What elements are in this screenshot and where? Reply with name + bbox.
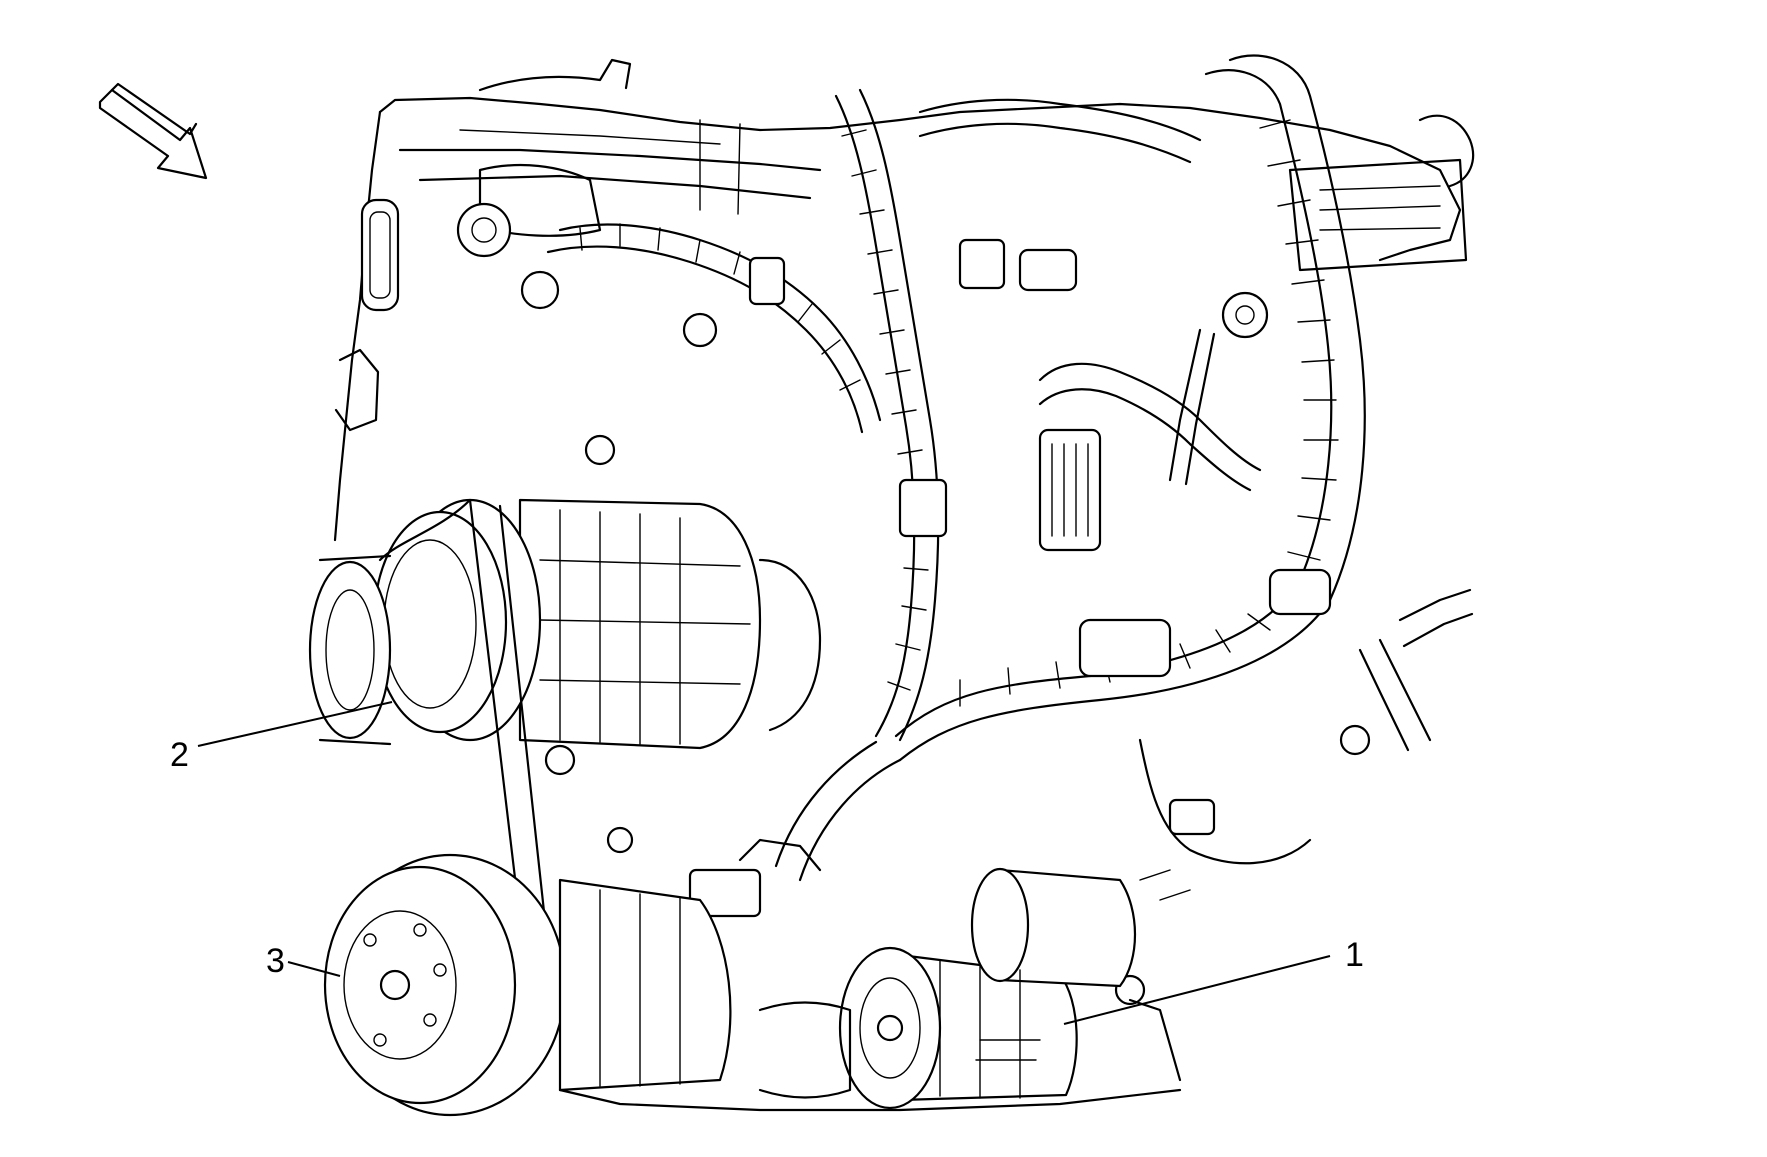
leader-line-1 xyxy=(1063,955,1331,1025)
leader-line-3 xyxy=(287,961,341,977)
starter-motor xyxy=(758,867,1136,1110)
callout-label-1: 1 xyxy=(1345,936,1364,974)
lower-bracket xyxy=(558,738,1312,1112)
direction-arrow-icon xyxy=(98,82,208,180)
ac-compressor xyxy=(323,853,732,1117)
crankshaft-pulley xyxy=(308,554,392,746)
callout-1: 1 xyxy=(1063,936,1364,1025)
engine-block xyxy=(333,96,1468,542)
leader-line-2 xyxy=(197,701,393,747)
callout-2: 2 xyxy=(170,701,393,774)
callout-label-2: 2 xyxy=(170,736,189,774)
drive-belt xyxy=(378,498,548,932)
callout-label-3: 3 xyxy=(266,942,285,980)
alternator xyxy=(372,498,822,750)
wiring-harness xyxy=(546,54,1474,882)
electrical-connectors xyxy=(456,58,1475,1006)
callout-3: 3 xyxy=(266,942,341,980)
